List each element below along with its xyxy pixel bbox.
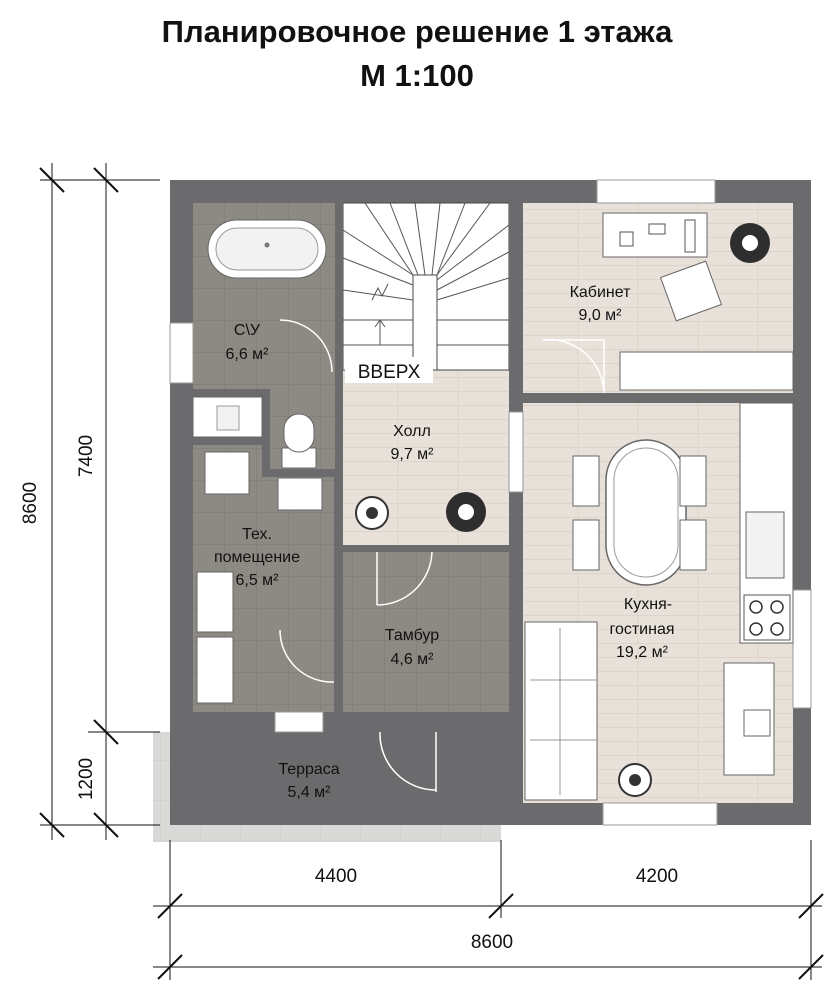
boiler xyxy=(204,451,250,495)
sofa xyxy=(524,621,598,801)
island-sink xyxy=(743,709,771,737)
room-tech-name: Тех. xyxy=(242,526,272,543)
room-tech-area: 6,5 м² xyxy=(235,572,279,589)
windows xyxy=(169,179,812,826)
room-su-name: С\У xyxy=(234,322,261,339)
room-kitchen-area: 19,2 м² xyxy=(616,644,669,661)
room-hall-name: Холл xyxy=(393,423,431,440)
plant-hall-1 xyxy=(355,496,389,530)
room-terrace-name: Терраса xyxy=(278,761,339,778)
staircase xyxy=(342,202,510,371)
room-tambur-area: 4,6 м² xyxy=(390,651,434,668)
sink-tech xyxy=(277,477,323,511)
dim-left-house: 7400 xyxy=(76,435,97,477)
room-office-area: 9,0 м² xyxy=(578,307,622,324)
kitchen-sink xyxy=(745,511,785,579)
bathtub xyxy=(207,219,327,279)
dim-left-total: 8600 xyxy=(20,482,41,524)
room-su-area: 6,6 м² xyxy=(225,346,269,363)
office-shelf xyxy=(619,351,794,391)
interior-walls xyxy=(170,180,793,825)
dining-table xyxy=(605,439,687,586)
dining-chairs xyxy=(572,455,707,571)
dim-bottom-total: 8600 xyxy=(471,932,513,953)
plant-kitchen xyxy=(618,763,652,797)
room-kitchen-name2: гостиная xyxy=(609,621,674,638)
room-office-name: Кабинет xyxy=(570,284,632,301)
room-kitchen-name: Кухня- xyxy=(624,596,672,613)
office-desk-items xyxy=(619,219,696,253)
room-tech-name2: помещение xyxy=(214,549,300,566)
terrace-post xyxy=(172,803,192,823)
washer-1 xyxy=(196,571,234,633)
plan-scale: М 1:100 xyxy=(360,58,474,93)
room-terrace-area: 5,4 м² xyxy=(287,784,331,801)
plant-office xyxy=(730,223,770,263)
dim-bottom-left: 4400 xyxy=(315,866,357,887)
doors xyxy=(279,319,605,792)
stove-burners xyxy=(749,600,784,636)
plant-hall-2 xyxy=(446,492,486,532)
washer-2 xyxy=(196,636,234,704)
toilet xyxy=(281,413,317,469)
room-hall-area: 9,7 м² xyxy=(390,446,434,463)
left-dimensions xyxy=(39,163,160,840)
office-chair xyxy=(659,260,723,322)
bottom-dimensions xyxy=(153,840,824,980)
dim-bottom-right: 4200 xyxy=(636,866,678,887)
stairs-label-bg xyxy=(345,357,433,383)
tambur-floor xyxy=(343,552,509,712)
plan-title: Планировочное решение 1 этажа xyxy=(161,14,673,49)
room-tambur-name: Тамбур xyxy=(385,627,439,644)
sink-su-basin xyxy=(216,405,240,431)
stairs-label: ВВЕРХ xyxy=(358,362,421,383)
dim-left-terrace: 1200 xyxy=(76,758,97,800)
